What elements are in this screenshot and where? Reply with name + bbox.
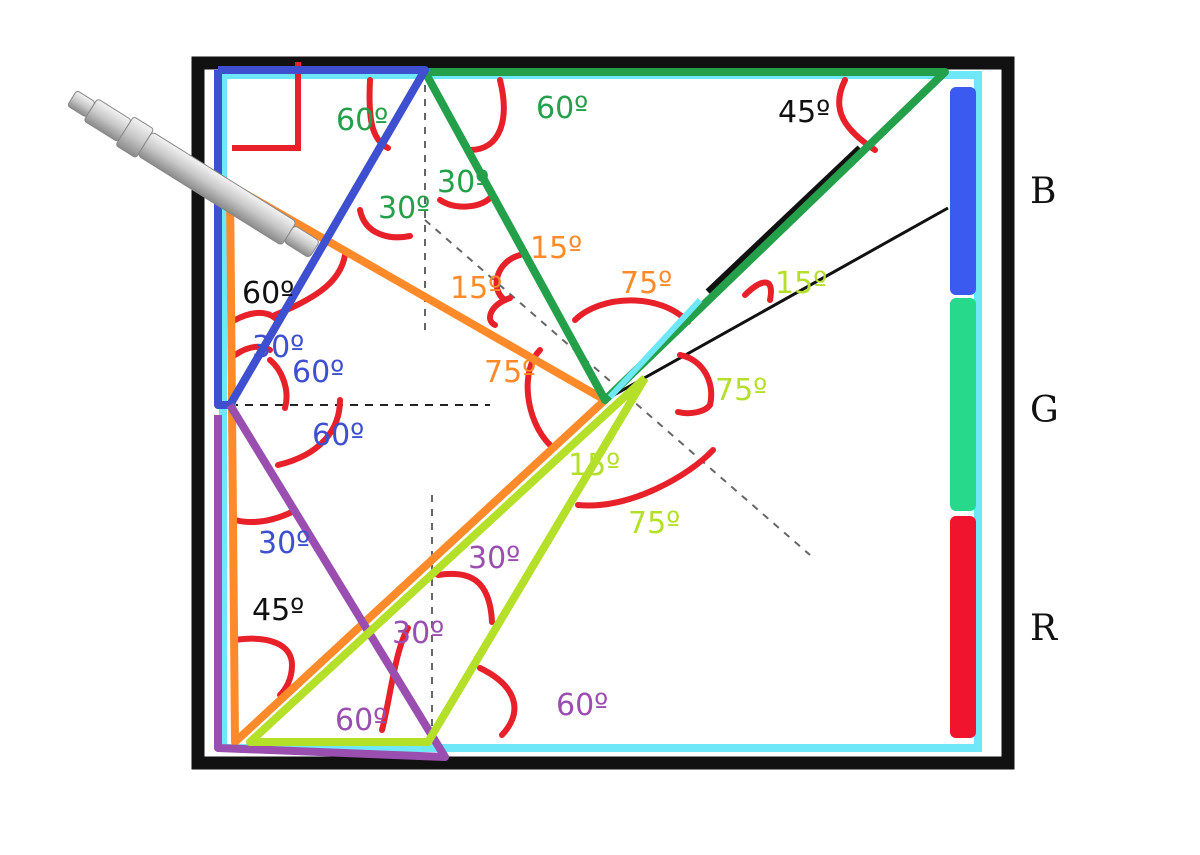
orange-triangle — [226, 181, 609, 746]
angle-green-top-mid: 60º — [536, 91, 588, 126]
angle-purple-60a: 60º — [556, 688, 608, 723]
angle-blue-30b: 30º — [258, 526, 310, 561]
angle-lime-15b: 15º — [568, 448, 620, 483]
angle-orange-15b: 15º — [450, 271, 502, 306]
angle-black-45-bottom: 45º — [252, 593, 304, 628]
angle-orange-75b: 75º — [484, 355, 536, 390]
angle-lime-15a: 15º — [775, 266, 827, 301]
bar-red — [950, 516, 976, 738]
angle-green-30b: 30º — [378, 191, 430, 226]
side-label-r: R — [1030, 608, 1058, 649]
angle-orange-75a: 75º — [620, 266, 672, 301]
angle-lime-75a: 75º — [715, 373, 767, 408]
angle-purple-30b: 30º — [392, 616, 444, 651]
pen-tool-icon — [67, 91, 319, 258]
side-label-b: B — [1030, 171, 1056, 212]
purple-triangle — [214, 402, 449, 761]
black-ray-upper — [604, 206, 949, 402]
angle-black-top-right: 45º — [778, 95, 830, 130]
green-triangle — [421, 68, 949, 404]
bar-green — [950, 298, 976, 511]
outer-frame — [191, 56, 1015, 770]
bar-blue — [950, 87, 976, 295]
angle-blue-60a: 60º — [292, 355, 344, 390]
angle-blue-60b: 60º — [312, 418, 364, 453]
angle-green-30a: 30º — [437, 165, 489, 200]
angle-blue-30a: 30º — [252, 330, 304, 365]
angle-purple-30a: 30º — [468, 541, 520, 576]
cyan-reflected-segment — [607, 297, 703, 400]
angle-arcs — [232, 77, 878, 738]
right-angle-mark — [232, 62, 301, 151]
angle-lime-75b: 75º — [628, 506, 680, 541]
black-ray-thick — [705, 145, 863, 295]
angle-purple-60b: 60º — [335, 703, 387, 738]
angle-black-left-60: 60º — [242, 276, 294, 311]
lime-triangle — [246, 375, 649, 746]
angle-orange-15a: 15º — [530, 231, 582, 266]
side-label-g: G — [1030, 390, 1059, 431]
angle-green-top-left: 60º — [336, 103, 388, 138]
